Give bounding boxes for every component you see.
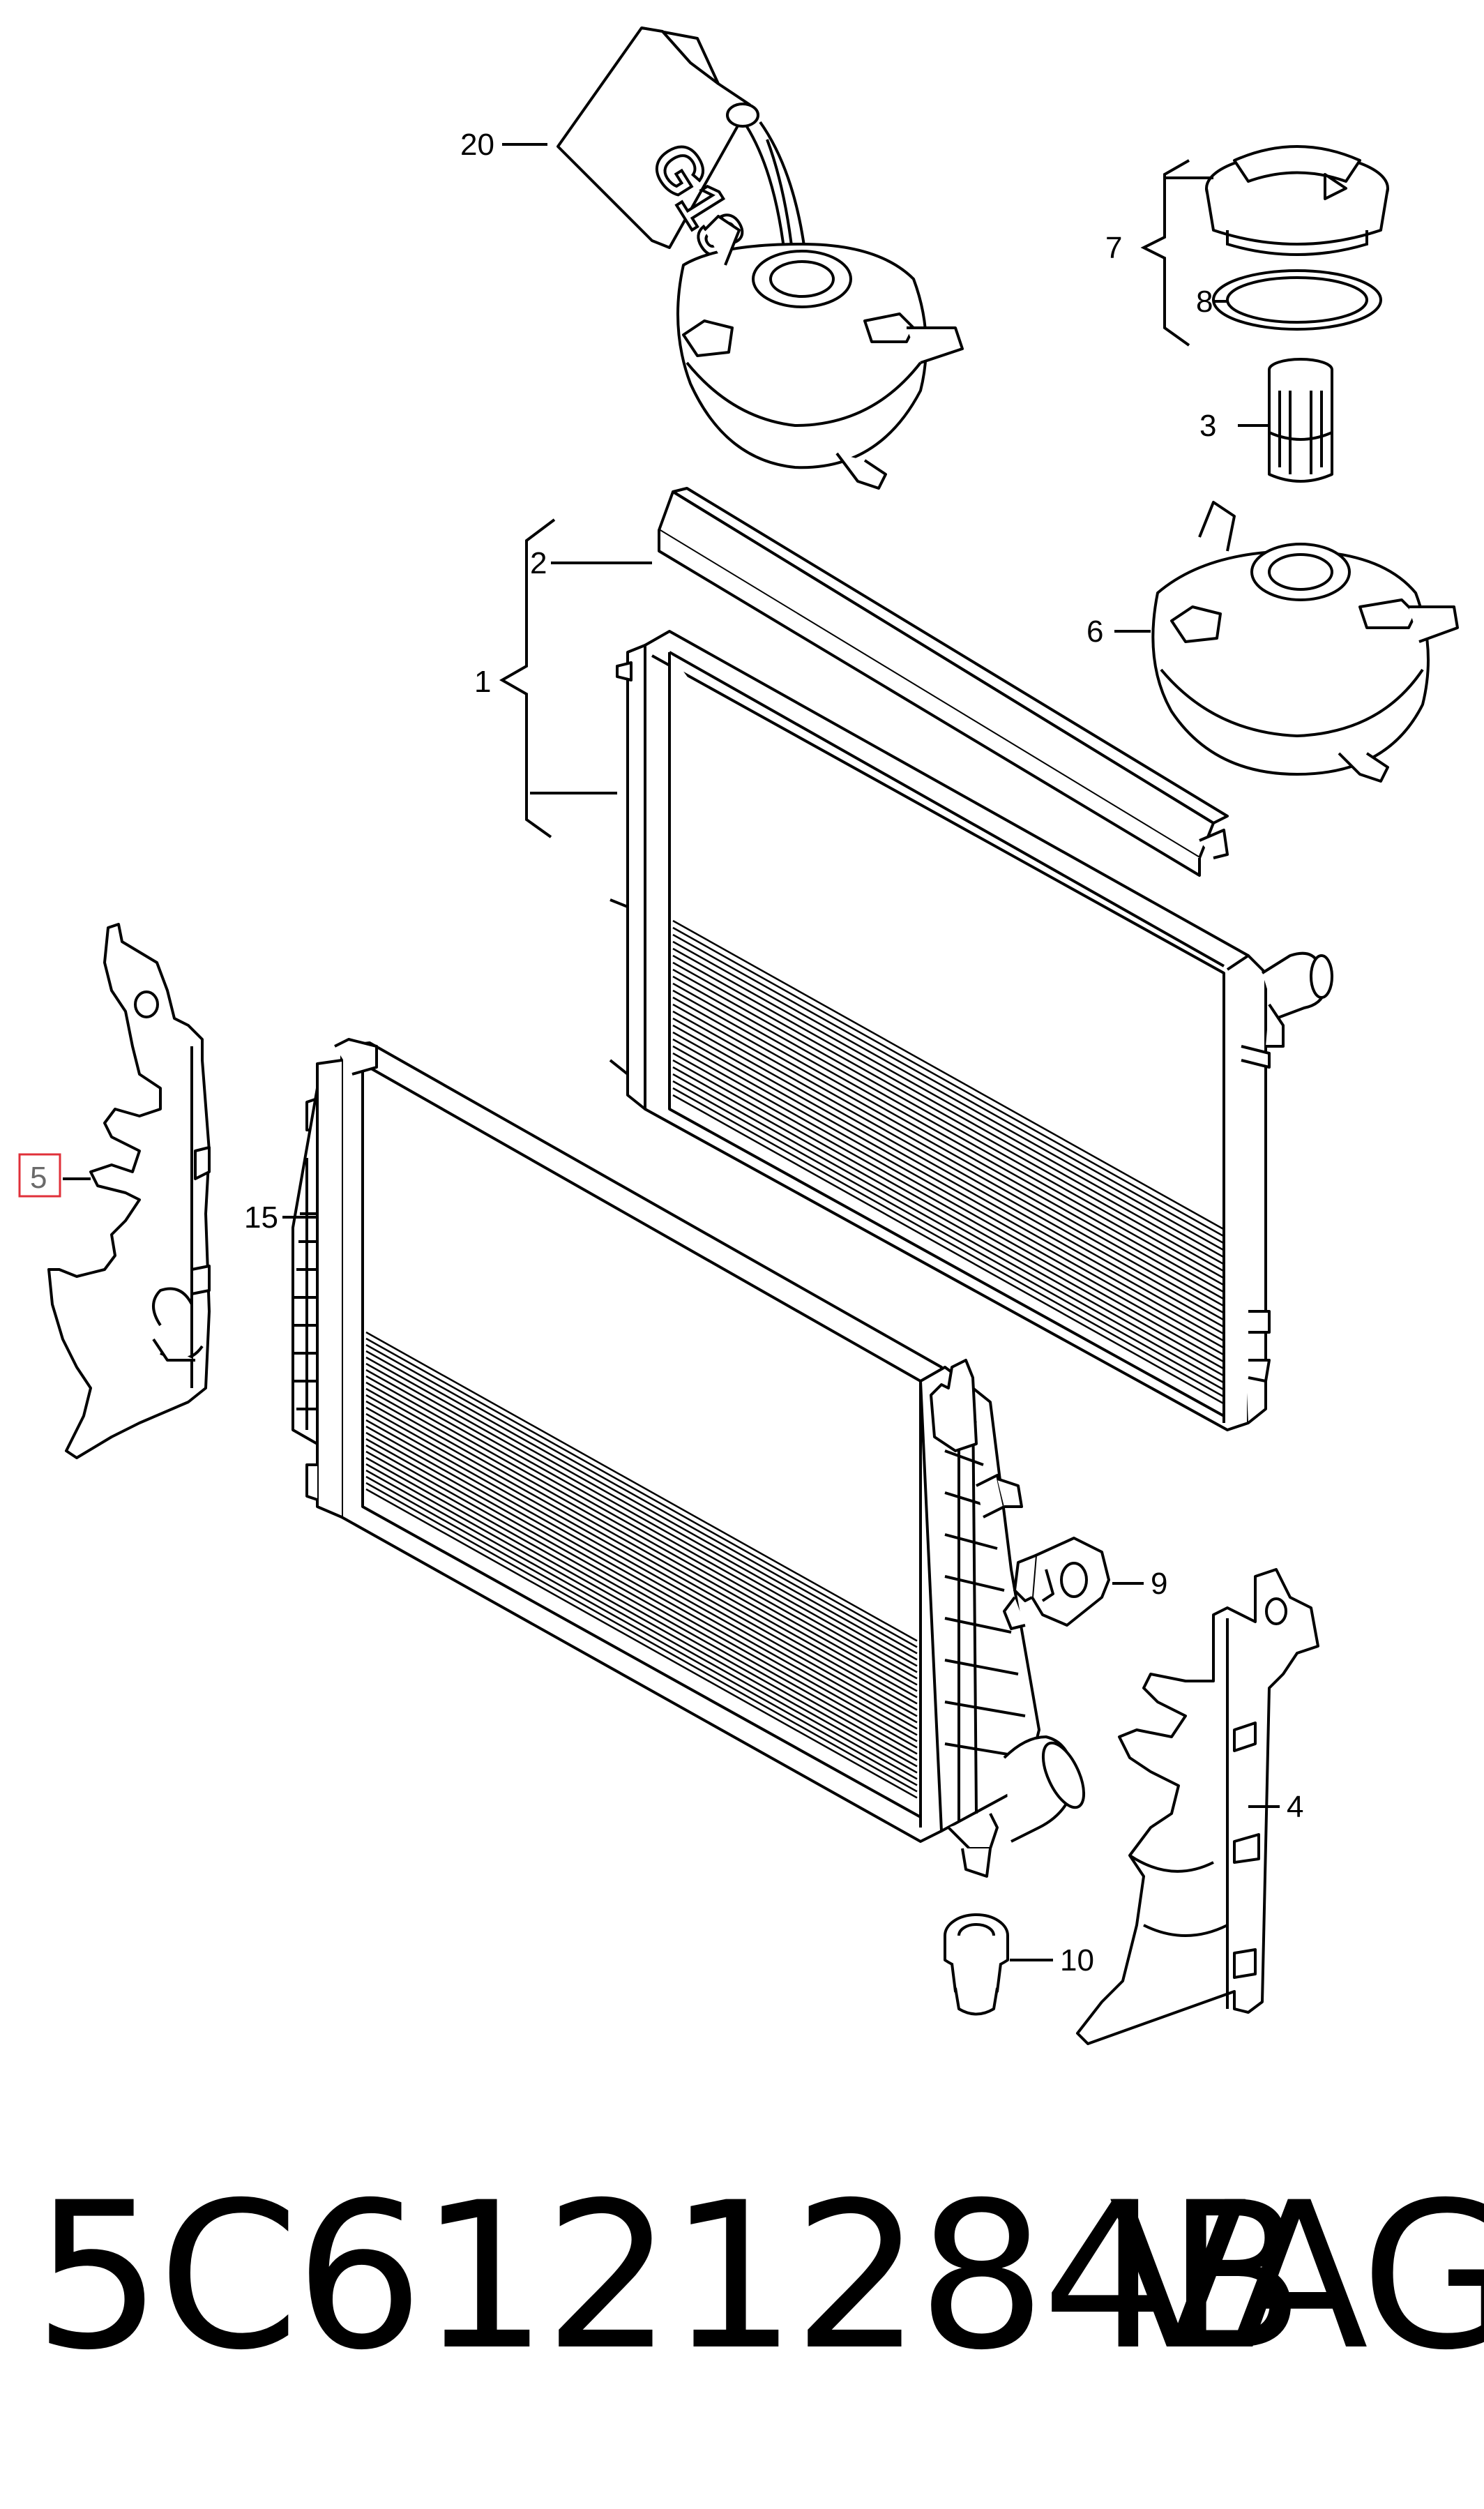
callout-5: 5: [30, 1161, 47, 1195]
rubber-bracket: [1003, 1537, 1110, 1630]
fin-line: [365, 1463, 918, 1774]
radiator: [609, 630, 1333, 1431]
fin-line: [365, 1381, 918, 1692]
radiator-fins: [672, 919, 1225, 1405]
fin-line: [672, 1010, 1225, 1321]
callout-7: 7: [1105, 231, 1122, 265]
fin-line: [365, 1400, 918, 1711]
callout-20: 20: [460, 128, 494, 162]
fin-line: [365, 1444, 918, 1755]
fin-line: [672, 1052, 1225, 1363]
callout-1: 1: [474, 665, 491, 699]
fin-line: [672, 975, 1225, 1286]
fin-line: [672, 1031, 1225, 1342]
callout-15: 15: [244, 1200, 278, 1235]
callout-3: 3: [1199, 409, 1216, 443]
fin-line: [365, 1387, 918, 1698]
fin-line: [365, 1337, 918, 1648]
fin-line: [672, 926, 1225, 1237]
fin-line: [672, 968, 1225, 1279]
callout-4: 4: [1287, 1790, 1303, 1824]
air-guide-left: [47, 923, 211, 1459]
air-guide-right: [1076, 1568, 1319, 2045]
fin-line: [672, 1024, 1225, 1335]
fin-line: [365, 1356, 918, 1667]
callout-9: 9: [1151, 1567, 1167, 1601]
fin-line: [365, 1369, 918, 1680]
fin-line: [365, 1431, 918, 1742]
callout-8: 8: [1196, 285, 1213, 319]
callout-2: 2: [530, 546, 547, 580]
fin-line: [672, 1059, 1225, 1370]
fin-line: [365, 1419, 918, 1730]
fin-line: [365, 1469, 918, 1780]
fin-line: [672, 982, 1225, 1293]
fin-line: [365, 1406, 918, 1717]
grommet: [944, 1913, 1009, 2016]
fin-line: [672, 919, 1225, 1230]
expansion-tank: [1151, 501, 1459, 783]
fin-line: [365, 1425, 918, 1736]
fin-line: [672, 989, 1225, 1300]
fin-line: [672, 947, 1225, 1258]
fin-line: [365, 1488, 918, 1799]
callout-6: 6: [1086, 615, 1103, 649]
fin-line: [672, 961, 1225, 1272]
fin-line: [365, 1482, 918, 1793]
fin-line: [672, 1087, 1225, 1398]
fin-line: [365, 1343, 918, 1655]
fin-line: [672, 1038, 1225, 1349]
fin-line: [365, 1475, 918, 1786]
fin-line: [672, 1017, 1225, 1328]
fin-line: [365, 1456, 918, 1768]
top-strip: [658, 487, 1229, 877]
fin-line: [365, 1375, 918, 1686]
fin-line: [672, 1094, 1225, 1405]
fin-line: [672, 1080, 1225, 1391]
fin-line: [672, 1073, 1225, 1384]
callout-labels: 20 2 1 7 8 3 6 15 5 9 4 10: [18, 128, 1303, 1977]
fin-line: [672, 1003, 1225, 1314]
fin-line: [672, 1066, 1225, 1377]
intercooler: [292, 1038, 1086, 1878]
callout-10: 10: [1060, 1943, 1094, 1977]
fin-line: [672, 933, 1225, 1244]
fin-line: [672, 1045, 1225, 1356]
fin-line: [365, 1438, 918, 1749]
callout-5-highlight: [18, 1153, 61, 1198]
fin-line: [672, 954, 1225, 1265]
callout-leaders: [63, 143, 1280, 1961]
fin-line: [365, 1412, 918, 1724]
intercooler-fins: [365, 1331, 918, 1799]
o-ring: [1212, 269, 1382, 331]
fin-line: [672, 940, 1225, 1251]
tank-cap: [1205, 145, 1389, 256]
fin-line: [365, 1450, 918, 1761]
fin-line: [365, 1331, 918, 1642]
fin-line: [365, 1394, 918, 1705]
expansion-tank-top: [676, 215, 964, 490]
part-number: 5C6121284B: [33, 2160, 1305, 2395]
fin-line: [672, 996, 1225, 1307]
fin-line: [365, 1350, 918, 1661]
brand-name: VAG: [1109, 2160, 1484, 2395]
fin-line: [365, 1362, 918, 1673]
strainer: [1268, 358, 1333, 483]
